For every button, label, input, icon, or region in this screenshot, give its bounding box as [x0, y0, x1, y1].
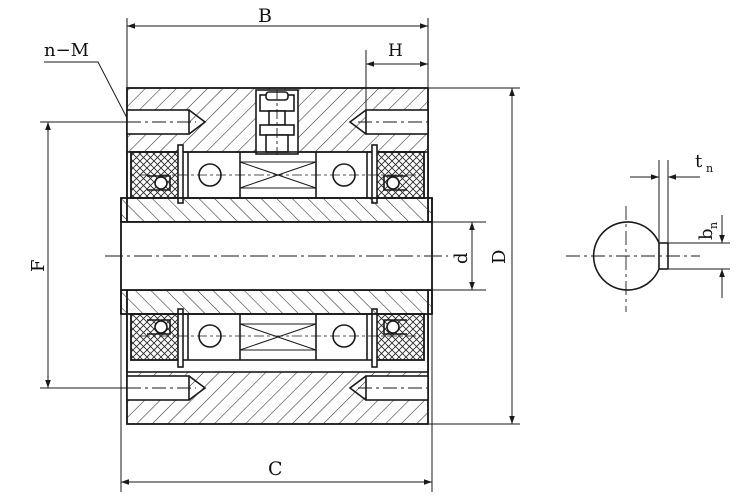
keyway-label-b-sub: n	[707, 222, 720, 229]
section-view	[105, 87, 448, 425]
keyway-label-t-main: t	[695, 151, 703, 172]
top-left-screw-bore	[126, 109, 207, 135]
keyway-label-b: b n	[696, 222, 720, 240]
dimension-lines	[40, 18, 520, 492]
dim-label-n-m: n−M	[44, 40, 89, 61]
shaft	[105, 198, 448, 314]
dim-label-d-small: d	[451, 252, 472, 264]
dim-label-f: F	[28, 260, 49, 273]
top-right-screw-bore	[348, 109, 429, 135]
keyway-label-b-main: b	[696, 228, 717, 240]
bottom-right-screw-bore	[348, 375, 429, 401]
keyway-label-t: t n	[695, 151, 713, 175]
dim-label-c: C	[268, 458, 283, 480]
dim-label-b: B	[258, 5, 272, 27]
keyway-dimensions	[630, 160, 730, 298]
dim-label-d-large: D	[489, 250, 510, 264]
grease-nipple	[255, 89, 299, 155]
shaft-cross-section	[566, 206, 700, 312]
keyway-label-t-sub: n	[706, 162, 713, 175]
dim-label-h: H	[388, 41, 403, 61]
